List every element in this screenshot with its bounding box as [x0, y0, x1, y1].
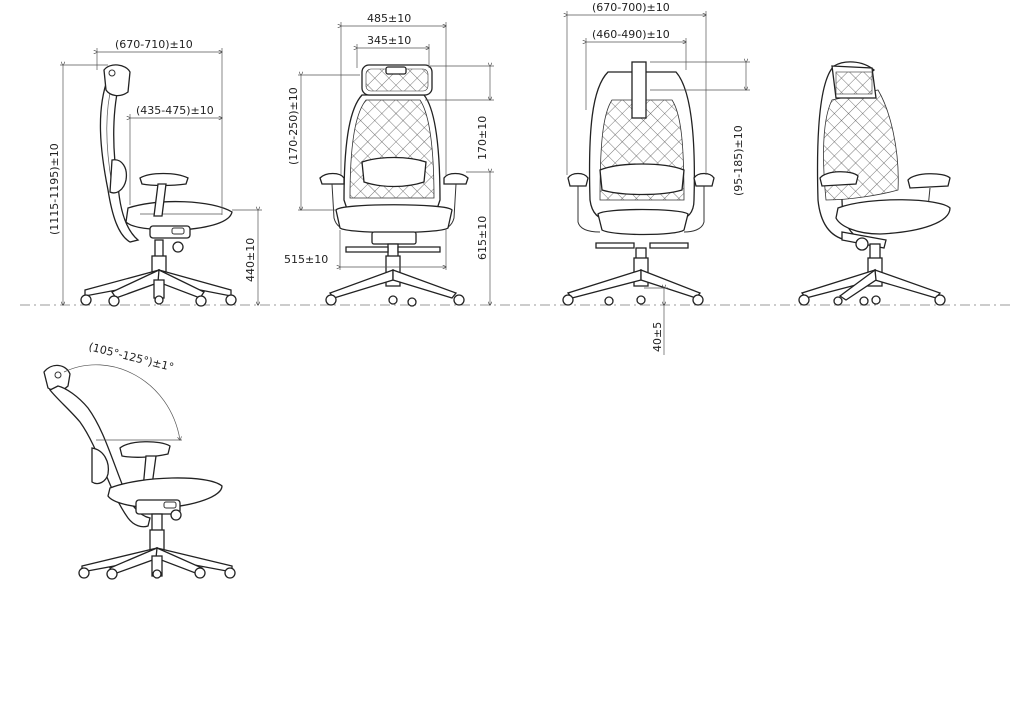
front-view-dimensions: 485±10 345±10 (170-250)±10 170±10 615±10…	[284, 12, 494, 305]
back-width-label: (670-700)±10	[592, 1, 670, 14]
headrest-width-label: 345±10	[367, 34, 411, 47]
side-view-dimensions: (670-710)±10 (435-475)±10 (1115-1195)±10…	[48, 38, 262, 305]
arm-height-label: 615±10	[476, 216, 489, 260]
headrest-adjust-label: (170-250)±10	[287, 87, 300, 165]
back-inner-width-label: (460-490)±10	[592, 28, 670, 41]
front-width-label: 485±10	[367, 12, 411, 25]
front-view-chair	[319, 64, 469, 307]
angled-view-chair	[798, 61, 951, 306]
reclined-view-chair	[43, 364, 236, 580]
back-view-chair	[562, 61, 715, 306]
caster-height-label: 40±5	[651, 322, 664, 352]
side-depth-label: (435-475)±10	[136, 104, 214, 117]
back-adjust-label: (95-185)±10	[732, 125, 745, 196]
seat-width-label: 515±10	[284, 253, 328, 266]
side-view-chair	[80, 64, 237, 307]
seat-height-label: 440±10	[244, 238, 257, 282]
recline-angle-label: (105°-125°)±1°	[87, 340, 175, 374]
total-height-label: (1115-1195)±10	[48, 143, 61, 235]
back-view-dimensions: (670-700)±10 (460-490)±10 (95-185)±10 40…	[567, 1, 750, 355]
side-width-label: (670-710)±10	[115, 38, 193, 51]
headrest-gap-label: 170±10	[476, 116, 489, 160]
